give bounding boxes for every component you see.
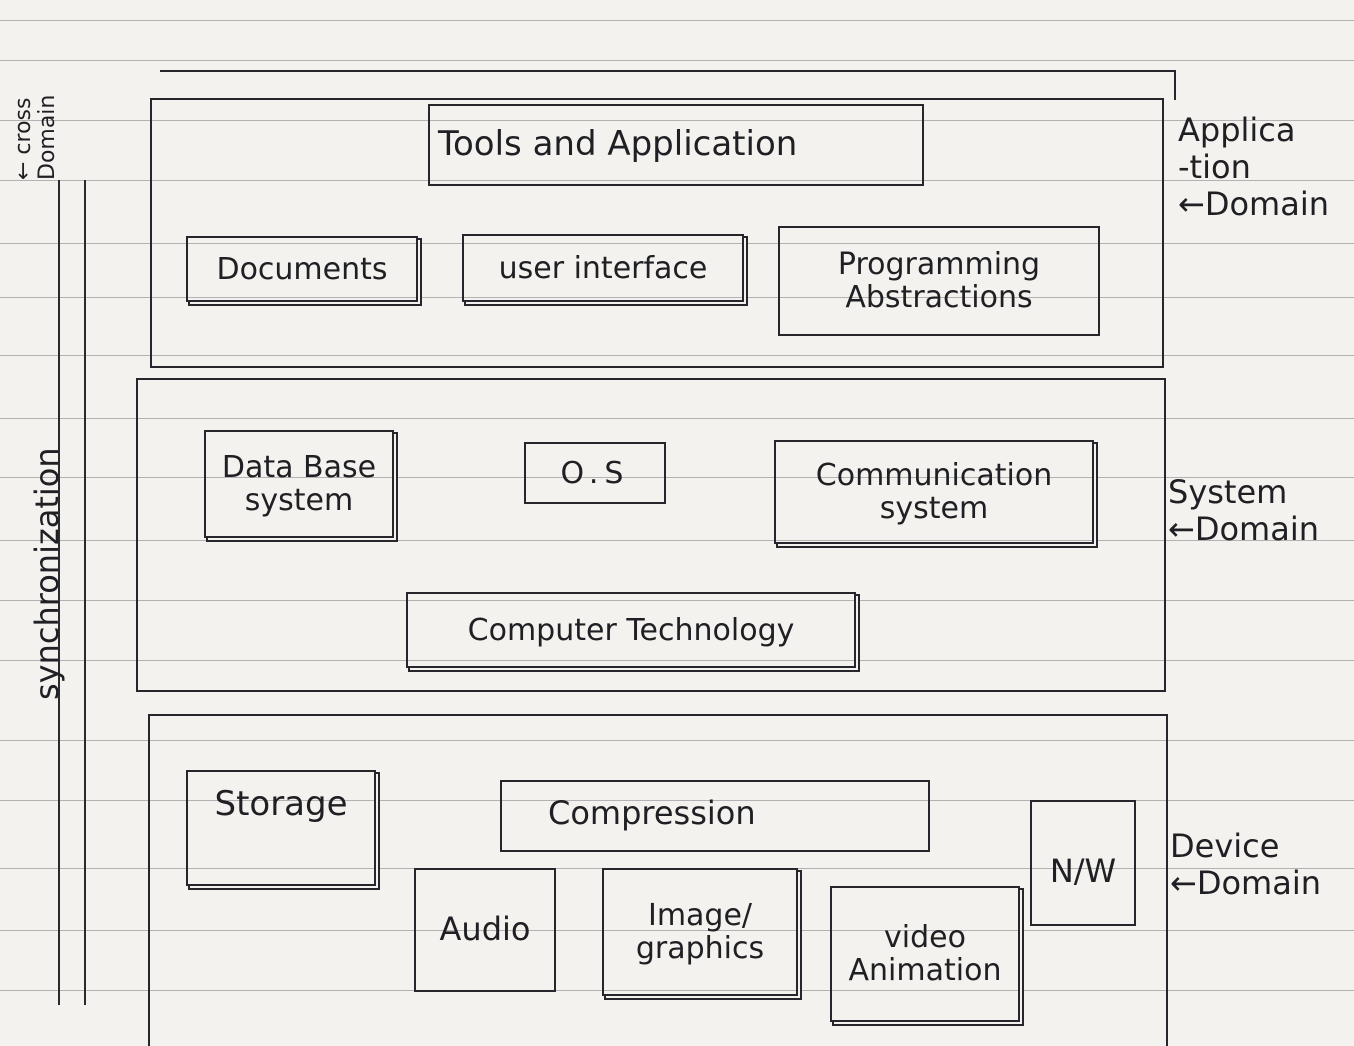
application-domain-frame: [150, 98, 1164, 368]
os-box: O.S: [524, 442, 666, 504]
user-interface-box: user interface: [462, 234, 744, 302]
ruled-line: [0, 740, 1354, 741]
ruled-line: [0, 355, 1354, 356]
database-system-box: Data Base system: [204, 430, 394, 538]
ruled-line: [0, 930, 1354, 931]
tools-and-application-box: Tools and Application: [428, 104, 924, 186]
ruled-line: [0, 120, 1354, 121]
compression-box: Compression: [500, 780, 930, 852]
application-domain-label: Applica -tion ←Domain: [1178, 111, 1329, 223]
audio-box: Audio: [414, 868, 556, 992]
video-animation-box: video Animation: [830, 886, 1020, 1022]
ruled-line: [0, 660, 1354, 661]
ruled-line: [0, 243, 1354, 244]
ruled-line: [0, 418, 1354, 419]
communication-system-box: Communication system: [774, 440, 1094, 544]
ruled-line: [0, 540, 1354, 541]
ruled-line: [0, 477, 1354, 478]
ruled-line: [0, 297, 1354, 298]
nw-box: N/W: [1030, 800, 1136, 926]
ruled-line: [0, 600, 1354, 601]
computer-technology-box: Computer Technology: [406, 592, 856, 668]
ruled-line: [0, 60, 1354, 61]
device-domain-label: Device ←Domain: [1170, 827, 1321, 902]
ruled-line: [0, 800, 1354, 801]
ruled-line: [0, 20, 1354, 21]
system-domain-label: System ←Domain: [1168, 473, 1319, 548]
system-domain-frame: [136, 378, 1166, 692]
ruled-line: [0, 990, 1354, 991]
device-domain-frame: [148, 714, 1168, 1046]
storage-box: Storage: [186, 770, 376, 886]
cross-domain-top-line: [160, 70, 1175, 72]
cross-domain-label: ← cross Domain: [11, 94, 61, 180]
image-graphics-box: Image/ graphics: [602, 868, 798, 996]
cross-domain-right-line: [1174, 70, 1176, 100]
documents-box: Documents: [186, 236, 418, 302]
programming-abstractions-box: Programming Abstractions: [778, 226, 1100, 336]
synchronization-bar: [58, 180, 86, 1005]
synchronization-label: synchronization: [28, 447, 66, 700]
ruled-line: [0, 180, 1354, 181]
